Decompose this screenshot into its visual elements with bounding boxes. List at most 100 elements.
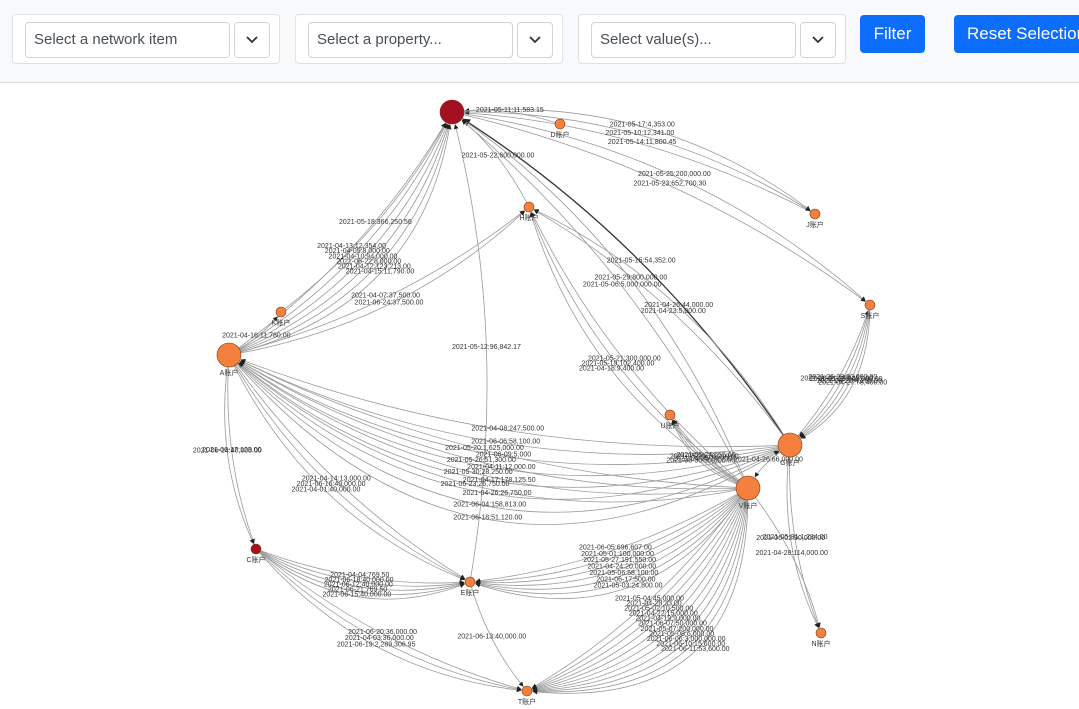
graph-edge[interactable] bbox=[451, 111, 866, 302]
graph-edge[interactable] bbox=[255, 548, 465, 587]
node-circle[interactable] bbox=[809, 208, 821, 220]
node-circle[interactable] bbox=[664, 409, 676, 421]
graph-edge[interactable] bbox=[228, 123, 448, 356]
graph-node[interactable]: U账户 bbox=[660, 409, 680, 430]
graph-edge[interactable] bbox=[224, 354, 254, 544]
graph-edge[interactable] bbox=[255, 548, 465, 600]
graph-edge[interactable] bbox=[451, 111, 866, 302]
graph-edge[interactable] bbox=[461, 119, 530, 208]
graph-edge[interactable] bbox=[255, 548, 522, 692]
graph-edge[interactable] bbox=[800, 304, 871, 438]
graph-edge[interactable] bbox=[475, 487, 749, 585]
graph-edge[interactable] bbox=[228, 124, 452, 356]
graph-edge[interactable] bbox=[240, 360, 749, 489]
graph-edge[interactable] bbox=[228, 354, 780, 525]
graph-edge[interactable] bbox=[789, 444, 820, 628]
graph-edge[interactable] bbox=[475, 487, 749, 595]
graph-edge[interactable] bbox=[464, 110, 816, 215]
graph-edge[interactable] bbox=[532, 487, 749, 693]
graph-edge[interactable] bbox=[239, 361, 749, 490]
graph-edge[interactable] bbox=[227, 354, 255, 544]
graph-edge[interactable] bbox=[255, 548, 465, 591]
graph-edge[interactable] bbox=[532, 487, 749, 691]
graph-edge[interactable] bbox=[239, 361, 791, 465]
graph-edge[interactable] bbox=[799, 304, 871, 437]
graph-edge[interactable] bbox=[532, 487, 749, 695]
node-circle[interactable] bbox=[815, 627, 827, 639]
graph-edge[interactable] bbox=[532, 487, 749, 690]
graph-edge[interactable] bbox=[475, 487, 749, 590]
node-circle[interactable] bbox=[275, 306, 287, 318]
graph-node[interactable] bbox=[439, 99, 465, 125]
graph-node[interactable]: N账户 bbox=[811, 627, 831, 648]
graph-edge[interactable] bbox=[451, 108, 811, 211]
graph-edge[interactable] bbox=[228, 354, 466, 580]
graph-edge[interactable] bbox=[532, 487, 749, 694]
graph-edge[interactable] bbox=[240, 358, 791, 448]
node-circle[interactable] bbox=[521, 685, 533, 697]
graph-node[interactable]: S账户 bbox=[861, 299, 880, 320]
node-circle[interactable] bbox=[464, 576, 476, 588]
graph-edge[interactable] bbox=[451, 111, 811, 212]
graph-edge[interactable] bbox=[239, 362, 749, 495]
graph-edge[interactable] bbox=[255, 548, 465, 595]
graph-node[interactable]: K账户 bbox=[272, 306, 291, 327]
graph-edge[interactable] bbox=[747, 487, 821, 628]
graph-edge[interactable] bbox=[800, 304, 871, 439]
graph-edge[interactable] bbox=[228, 210, 525, 356]
graph-edge[interactable] bbox=[238, 362, 791, 488]
graph-edge[interactable] bbox=[255, 548, 522, 693]
node-circle[interactable] bbox=[250, 543, 262, 555]
graph-edge[interactable] bbox=[228, 123, 450, 356]
graph-edge[interactable] bbox=[475, 487, 749, 584]
graph-edge[interactable] bbox=[469, 581, 524, 687]
graph-edge[interactable] bbox=[462, 118, 791, 446]
graph-edge[interactable] bbox=[532, 487, 749, 694]
node-circle[interactable] bbox=[777, 432, 803, 458]
graph-node[interactable]: G账户 bbox=[777, 432, 803, 467]
graph-edge[interactable] bbox=[532, 487, 749, 692]
graph-edge[interactable] bbox=[531, 487, 749, 689]
graph-node[interactable]: C账户 bbox=[246, 543, 266, 564]
graph-node[interactable]: V账户 bbox=[735, 475, 761, 510]
node-circle[interactable] bbox=[554, 118, 566, 130]
node-circle[interactable] bbox=[523, 201, 535, 213]
graph-edge[interactable] bbox=[789, 310, 870, 446]
node-circle[interactable] bbox=[439, 99, 465, 125]
graph-edge[interactable] bbox=[238, 363, 791, 500]
graph-edge[interactable] bbox=[532, 487, 749, 692]
graph-node[interactable]: H账户 bbox=[519, 201, 539, 222]
graph-edge[interactable] bbox=[532, 487, 749, 693]
graph-edge[interactable] bbox=[228, 123, 447, 356]
network-item-dropdown-toggle[interactable] bbox=[234, 22, 270, 58]
property-dropdown-toggle[interactable] bbox=[517, 22, 553, 58]
graph-edge[interactable] bbox=[239, 362, 791, 477]
graph-node[interactable]: J账户 bbox=[806, 208, 824, 229]
graph-edge[interactable] bbox=[799, 304, 871, 438]
network-graph-canvas[interactable]: 2021-05-11:11,583.152021-05-14:11,800.45… bbox=[0, 83, 1079, 709]
graph-edge[interactable] bbox=[475, 487, 749, 586]
graph-edge[interactable] bbox=[228, 354, 466, 580]
graph-edge[interactable] bbox=[280, 122, 447, 313]
filter-button[interactable]: Filter bbox=[860, 15, 925, 53]
graph-edge[interactable] bbox=[255, 548, 522, 691]
graph-edge[interactable] bbox=[533, 209, 791, 446]
graph-edge[interactable] bbox=[228, 122, 446, 356]
property-select[interactable]: Select a property... bbox=[308, 22, 513, 58]
graph-node[interactable]: E账户 bbox=[461, 576, 480, 597]
graph-edge[interactable] bbox=[531, 211, 749, 489]
graph-edge[interactable] bbox=[462, 119, 749, 489]
graph-edge[interactable] bbox=[786, 444, 819, 629]
network-item-select[interactable]: Select a network item bbox=[25, 22, 230, 58]
graph-edge[interactable] bbox=[475, 487, 749, 600]
graph-edge[interactable] bbox=[238, 363, 749, 503]
graph-edge[interactable] bbox=[461, 120, 749, 489]
reset-selection-button[interactable]: Reset Selection bbox=[954, 15, 1079, 53]
graph-edge[interactable] bbox=[533, 209, 791, 446]
graph-edge[interactable] bbox=[228, 354, 465, 581]
graph-edge[interactable] bbox=[228, 354, 779, 513]
values-select[interactable]: Select value(s)... bbox=[591, 22, 796, 58]
graph-edge[interactable] bbox=[255, 548, 465, 585]
graph-edge[interactable] bbox=[475, 487, 749, 585]
